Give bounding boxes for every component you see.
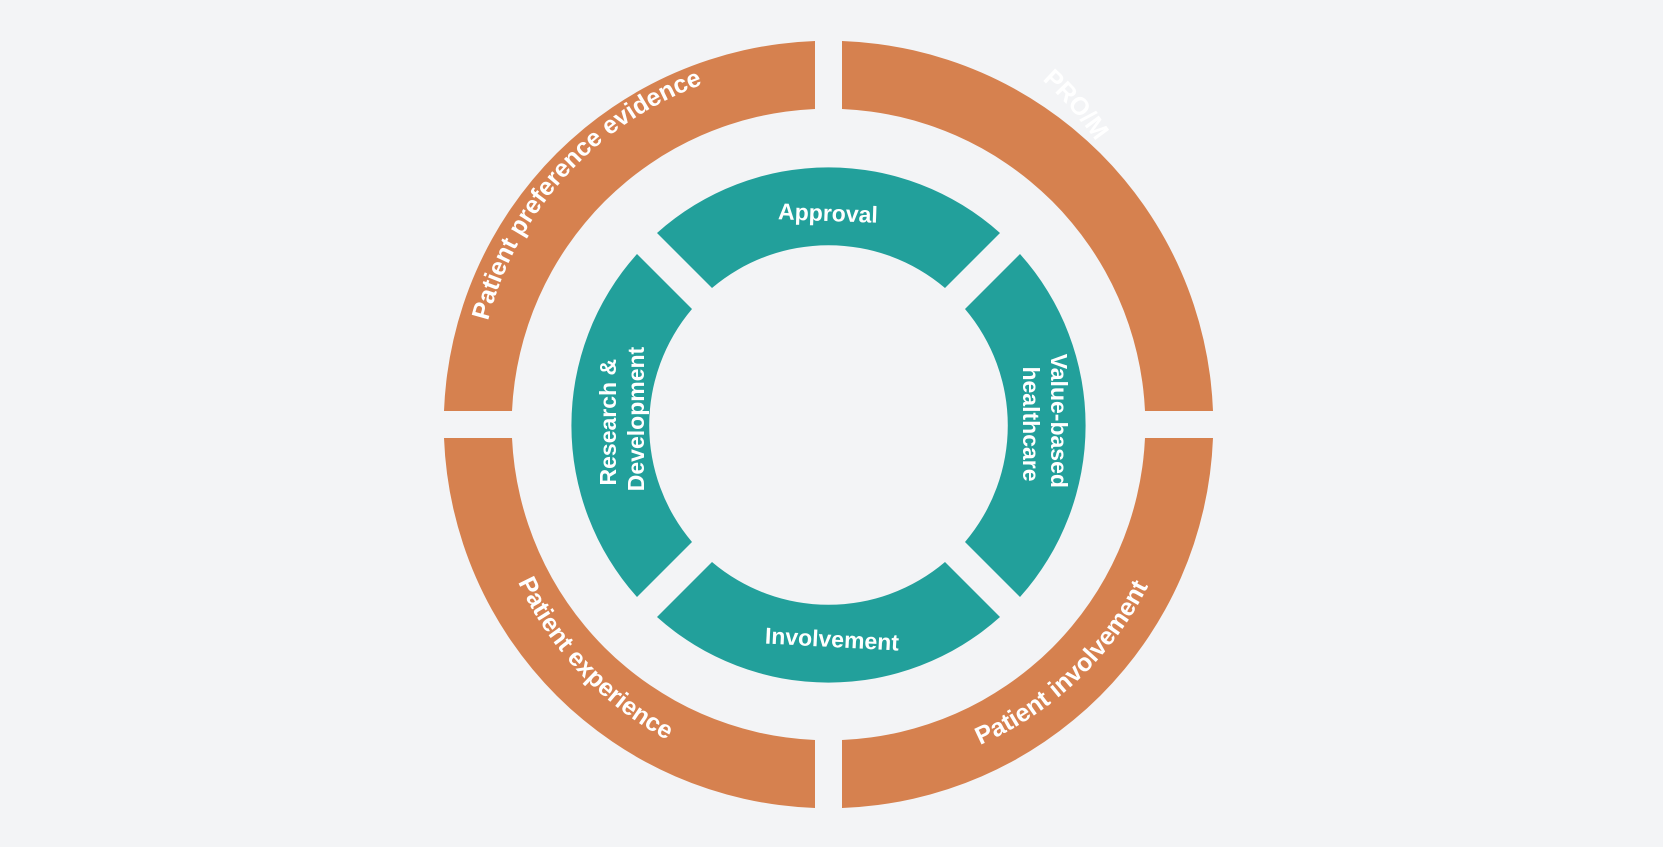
outer-segment-bottom-right: [842, 438, 1213, 808]
outer-segment-top-right: [842, 41, 1213, 411]
inner-segment-bottom: [657, 562, 1000, 683]
inner-label-value-based-healthcare: Value-based healthcare: [1018, 354, 1072, 495]
inner-ring: [571, 167, 1086, 683]
inner-segment-top: [657, 167, 1000, 288]
inner-segment-right: [965, 254, 1086, 597]
outer-ring: [444, 41, 1213, 808]
inner-segment-left: [571, 254, 692, 597]
outer-segment-bottom-left: [444, 438, 815, 808]
inner-labels: Approval Value-based healthcare Involvem…: [595, 198, 1072, 655]
inner-label-research-development: Research & Development: [595, 346, 649, 491]
inner-label-approval: Approval: [778, 198, 879, 227]
outer-segment-top-left: [444, 41, 815, 411]
